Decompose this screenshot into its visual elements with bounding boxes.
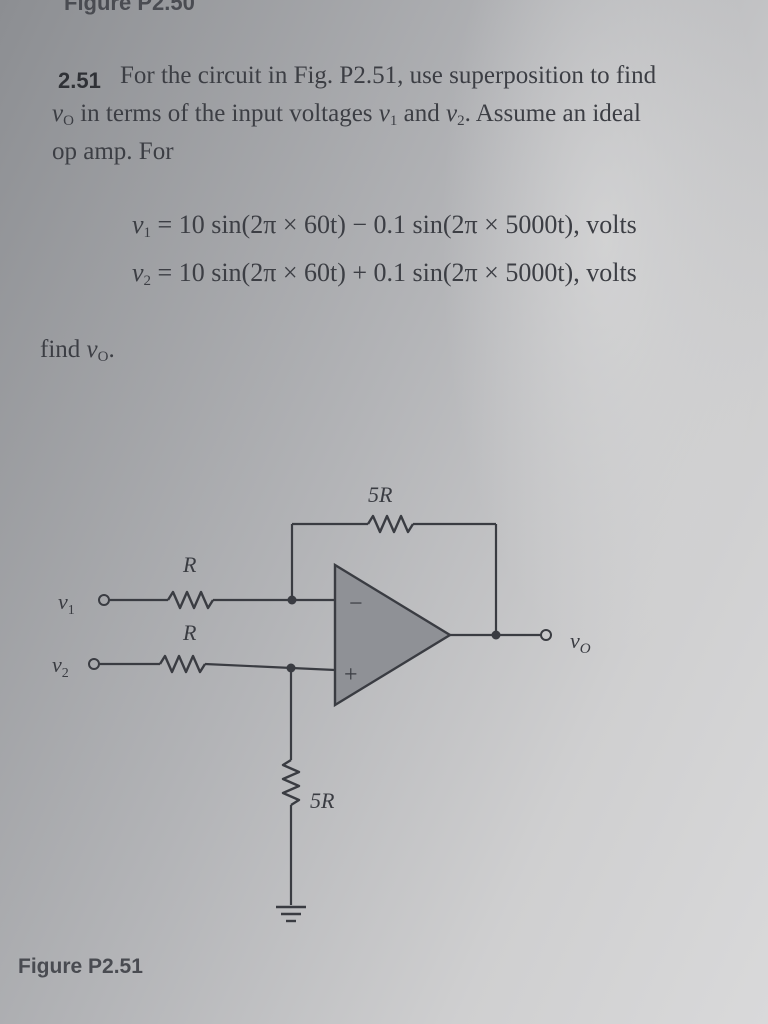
problem-line-1-text: For the circuit in Fig. P2.51, use super… xyxy=(120,62,657,89)
wire-to-noninverting xyxy=(204,662,336,672)
v1-symbol: v xyxy=(378,100,390,127)
find-vo-symbol: v xyxy=(86,336,98,363)
problem-line-2-end: . Assume an ideal xyxy=(464,100,641,127)
output-vo-terminal xyxy=(540,629,552,641)
label-v1-symbol: v xyxy=(58,589,68,614)
and-word: and xyxy=(397,100,446,127)
label-feedback-5r: 5R xyxy=(368,482,393,507)
vo-symbol: v xyxy=(52,100,64,127)
find-period: . xyxy=(108,336,115,363)
resistor-5r-feedback xyxy=(366,514,415,534)
label-v2-sub: 2 xyxy=(62,666,69,681)
label-vo: vO xyxy=(570,628,591,657)
equation-v2: v2 = 10 sin(2π × 60t) + 0.1 sin(2π × 500… xyxy=(132,258,637,290)
inverting-input-sign: − xyxy=(349,591,363,617)
ground-icon xyxy=(276,905,306,923)
find-word: find xyxy=(40,336,87,363)
eq1-v-symbol: v xyxy=(132,210,144,239)
eq1-subscript: 1 xyxy=(143,225,152,241)
resistor-r-bottom xyxy=(158,654,207,674)
label-ground-5r: 5R xyxy=(310,788,335,813)
label-v1: v1 xyxy=(58,589,75,618)
label-r-top: R xyxy=(182,552,197,577)
equation-v1: v1 = 10 sin(2π × 60t) − 0.1 sin(2π × 500… xyxy=(132,210,637,242)
problem-line-2-mid: in terms of the input voltages xyxy=(73,100,379,127)
v2-symbol: v xyxy=(445,100,458,127)
label-vo-symbol: v xyxy=(570,628,580,653)
node-output xyxy=(491,630,501,640)
op-amp-symbol xyxy=(333,562,453,708)
eq1-rhs: = 10 sin(2π × 60t) − 0.1 sin(2π × 5000t)… xyxy=(151,210,637,239)
figure-caption: Figure P2.51 xyxy=(18,955,143,978)
v1-subscript: 1 xyxy=(389,113,398,129)
noninverting-input-sign: + xyxy=(344,662,358,688)
problem-text-line-3: op amp. For xyxy=(52,138,174,165)
label-v2: v2 xyxy=(52,652,69,681)
label-v1-sub: 1 xyxy=(68,603,75,618)
resistor-5r-ground xyxy=(281,758,301,807)
eq2-v-symbol: v xyxy=(132,258,144,287)
resistor-r-top xyxy=(166,590,215,610)
eq2-subscript: 2 xyxy=(143,273,152,289)
light-highlight xyxy=(440,0,768,660)
label-r-bottom: R xyxy=(182,620,197,645)
previous-figure-label: Figure P2.50 xyxy=(64,0,195,15)
vo-subscript: O xyxy=(63,113,74,129)
v2-subscript: 2 xyxy=(457,113,465,129)
find-vo-line: find vO. xyxy=(40,336,115,366)
label-vo-sub: O xyxy=(580,641,591,657)
label-v2-symbol: v xyxy=(52,652,62,677)
input-v1-terminal xyxy=(98,594,110,606)
eq2-rhs: = 10 sin(2π × 60t) + 0.1 sin(2π × 5000t)… xyxy=(151,258,637,287)
input-v2-terminal xyxy=(88,658,100,670)
find-vo-subscript: O xyxy=(97,349,109,365)
problem-text-line-1: For the circuit in Fig. P2.51, use super… xyxy=(120,62,656,90)
problem-text-line-2: vO in terms of the input voltages v1 and… xyxy=(52,100,641,130)
problem-number: 2.51 xyxy=(58,68,101,93)
